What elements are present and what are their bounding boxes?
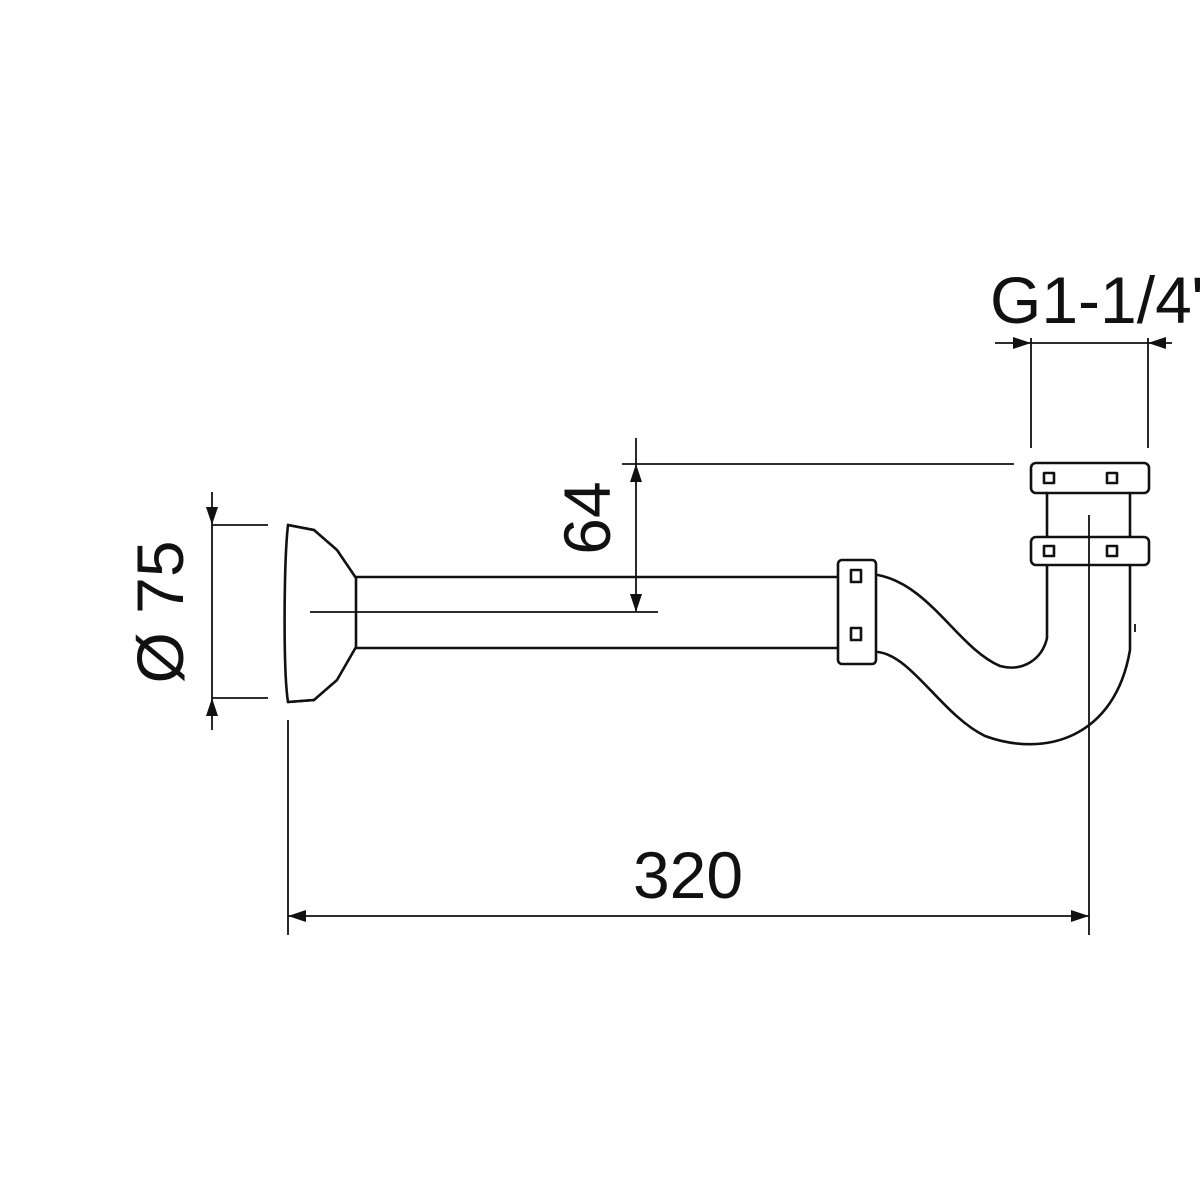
- offset-label: 64: [550, 481, 624, 554]
- horizontal-tube: [354, 575, 844, 650]
- offset-dimension: 64: [550, 438, 1014, 612]
- length-label: 320: [633, 838, 743, 912]
- length-dimension: 320: [287, 515, 1090, 935]
- s-bend: [876, 560, 1132, 746]
- upper-connection: [1029, 461, 1151, 567]
- diameter-label: Ø 75: [123, 540, 197, 683]
- thread-dimension: G1-1/4": [990, 263, 1200, 448]
- joint-nut: [836, 558, 878, 666]
- thread-label: G1-1/4": [990, 263, 1200, 337]
- wall-flange: [283, 523, 358, 704]
- diameter-dimension: Ø 75: [123, 492, 268, 730]
